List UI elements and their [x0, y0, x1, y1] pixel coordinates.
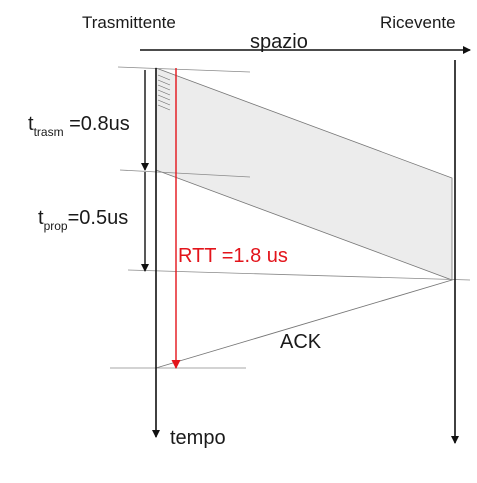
transmission-time-value: =0.8us	[63, 113, 130, 135]
guide-line-end-transmission	[119, 169, 251, 178]
guide-line-ack-sent	[127, 269, 471, 281]
propagation-time-symbol: t	[38, 207, 44, 229]
guide-line-start	[117, 66, 251, 73]
ack-line	[155, 279, 453, 369]
propagation-time-subscript: prop	[43, 219, 68, 233]
transmission-time-label: ttrasm =0.8us	[28, 113, 130, 138]
propagation-time-label: tprop=0.5us	[38, 207, 129, 232]
packet-start-hatching	[157, 74, 171, 111]
transmission-time-subscript: trasm	[33, 125, 64, 139]
time-label: tempo	[170, 427, 226, 449]
propagation-time-value: =0.5us	[67, 207, 129, 229]
space-label: spazio	[250, 31, 308, 53]
sender-label: Trasmittente	[82, 13, 176, 32]
ack-label: ACK	[280, 331, 322, 353]
receiver-label: Ricevente	[380, 13, 456, 32]
transmission-time-symbol: t	[28, 113, 34, 135]
rtt-label: RTT =1.8 us	[178, 245, 288, 267]
